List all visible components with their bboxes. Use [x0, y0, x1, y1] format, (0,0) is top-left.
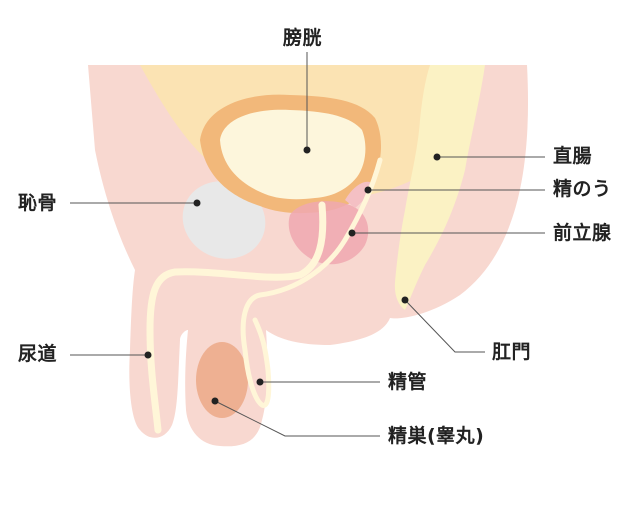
label-bladder: 膀胱	[283, 27, 323, 49]
dot-anus	[401, 296, 409, 304]
urethra-tube	[146, 201, 327, 434]
pointer-dots	[144, 146, 441, 405]
leader-anus	[404, 299, 485, 353]
testis	[196, 342, 248, 418]
label-anus: 肛門	[492, 341, 532, 363]
label-testis: 精巣(睾丸)	[388, 425, 485, 447]
prostate	[288, 201, 369, 265]
dot-vas-deferens	[256, 378, 264, 386]
label-urethra: 尿道	[18, 343, 58, 365]
label-prostate: 前立腺	[553, 222, 612, 244]
dot-pubic	[193, 199, 201, 207]
label-seminal-vesicle: 精のう	[553, 178, 612, 200]
leader-testis	[214, 400, 380, 437]
rectum	[394, 65, 485, 310]
dot-testis	[211, 397, 219, 405]
dot-rectum	[433, 153, 441, 161]
dot-seminal	[364, 186, 372, 194]
label-vas-deferens: 精管	[388, 371, 428, 393]
bladder-inner	[220, 109, 366, 200]
dot-prostate	[348, 229, 356, 237]
label-pubic-bone: 恥骨	[18, 192, 58, 214]
vas-deferens-tube	[240, 157, 383, 408]
pubic-bone	[182, 181, 266, 259]
leader-lines	[70, 52, 545, 437]
dot-urethra	[144, 351, 152, 359]
dot-bladder	[303, 146, 311, 154]
label-rectum: 直腸	[553, 145, 593, 167]
seminal-vesicle	[345, 181, 371, 208]
